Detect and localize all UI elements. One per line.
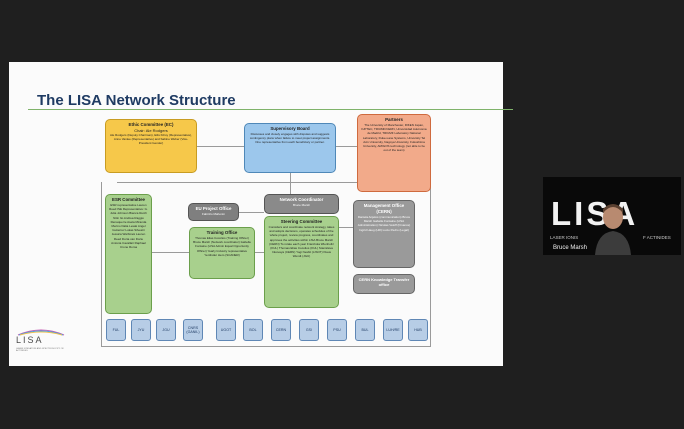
camera-logo-subtitle-left: LASER IONIS (550, 235, 579, 240)
ethic-committee-chair: Chair: Ale Rodgers (134, 128, 168, 133)
network-coordinator-heading: Network Coordinator (279, 197, 324, 202)
rainbow-arc-icon (17, 329, 65, 336)
institution-box: CNRS (GANIL) (183, 319, 203, 341)
esr-committee-box: ESR Committee ESR representative Lauren … (105, 194, 152, 314)
network-coordinator-box: Network Coordinator Bruce Marsh (264, 194, 339, 214)
institution-box: LUH/RE (383, 319, 403, 341)
cern-knowledge-transfer-heading: CERN Knowledge Transfer office (358, 277, 410, 287)
connector-line (152, 252, 189, 253)
institution-box: JYU (131, 319, 151, 341)
institution-box: HUB (408, 319, 428, 341)
participant-video-tile[interactable]: LISA LASER IONIS F ACTINIDES Bruce Marsh (543, 177, 681, 255)
connector-line (101, 346, 431, 347)
participant-avatar (595, 204, 631, 255)
shared-slide: The LISA Network Structure Ethic Committ… (9, 62, 513, 366)
slide-title: The LISA Network Structure (37, 92, 236, 109)
institution-box: CERN (271, 319, 291, 341)
steering-committee-heading: Steering Committee (280, 219, 323, 224)
connector-line (290, 173, 291, 194)
management-office-heading: Management Office (CERN) (363, 203, 405, 214)
connector-line (430, 182, 431, 346)
camera-logo-subtitle-right: F ACTINIDES (643, 235, 671, 240)
training-office-box: Training Office Thomas Elias Cocolios (T… (189, 227, 255, 279)
connector-line (117, 182, 427, 183)
ethic-committee-body: Ale Rodgers (Deputy Chairman), Eilis Kil… (109, 133, 193, 146)
lisa-slide-logo: LISA LASER IONISATION AND SPECTROSCOPY O… (14, 328, 65, 354)
management-office-body: Daniela Anjelos (communication) Bruce Ma… (357, 215, 411, 232)
network-coordinator-body: Bruce Marsh (292, 203, 310, 207)
management-office-box: Management Office (CERN) Daniela Anjelos… (353, 200, 415, 268)
connector-line (239, 212, 264, 213)
institution-box: FUL (106, 319, 126, 341)
institution-box: BUL (355, 319, 375, 341)
esr-committee-heading: ESR Committee (112, 197, 145, 202)
training-office-heading: Training Office (206, 230, 238, 235)
slide-logo-text: LISA (16, 335, 44, 345)
connector-line (336, 146, 357, 147)
ethic-committee-box: Ethic Committee (EC) Chair: Ale Rodgers … (105, 119, 197, 173)
partners-box: Partners The University of Manchester, R… (357, 114, 431, 192)
connector-line (197, 146, 244, 147)
institution-box: JGU (156, 319, 176, 341)
audio-level-icon (545, 246, 553, 255)
steering-committee-box: Steering Committee Considers and coordin… (264, 216, 339, 308)
supervisory-board-box: Supervisory Board Discusses and closely … (244, 123, 336, 173)
eu-project-office-heading: EU Project Office (195, 206, 232, 211)
connector-line (255, 252, 264, 253)
participant-name-label: Bruce Marsh (553, 245, 588, 251)
ethic-committee-heading: Ethic Committee (EC) (128, 122, 174, 127)
eu-project-office-box: EU Project Office Fabrizio Mahonin (188, 203, 239, 221)
steering-committee-body: Considers and coordinate network strateg… (268, 225, 335, 259)
connector-line (339, 227, 353, 228)
institution-box: PSU (327, 319, 347, 341)
esr-committee-body: ESR representative Lauren Reed ISE Repre… (109, 203, 148, 250)
institution-row: FUL JYU JGU CNRS (GANIL) UGOT BOL CERN G… (106, 319, 428, 341)
supervisory-board-heading: Supervisory Board (270, 126, 310, 131)
partners-body: The University of Manchester, RIKEN Japa… (361, 123, 427, 153)
institution-box: UGOT (216, 319, 236, 341)
partners-heading: Partners (385, 117, 403, 122)
institution-box: GSI (299, 319, 319, 341)
cern-knowledge-transfer-box: CERN Knowledge Transfer office (353, 274, 415, 294)
title-divider (28, 109, 513, 110)
slide-logo-subtitle: LASER IONISATION AND SPECTROSCOPY OF ACT… (16, 348, 64, 352)
supervisory-board-body: Discusses and closely engages with dispu… (249, 132, 331, 145)
institution-box: BOL (243, 319, 263, 341)
connector-line (101, 182, 102, 346)
training-office-body: Thomas Elias Cocolios (Training Officer)… (193, 236, 251, 257)
eu-project-office-body: Fabrizio Mahonin (201, 212, 225, 216)
